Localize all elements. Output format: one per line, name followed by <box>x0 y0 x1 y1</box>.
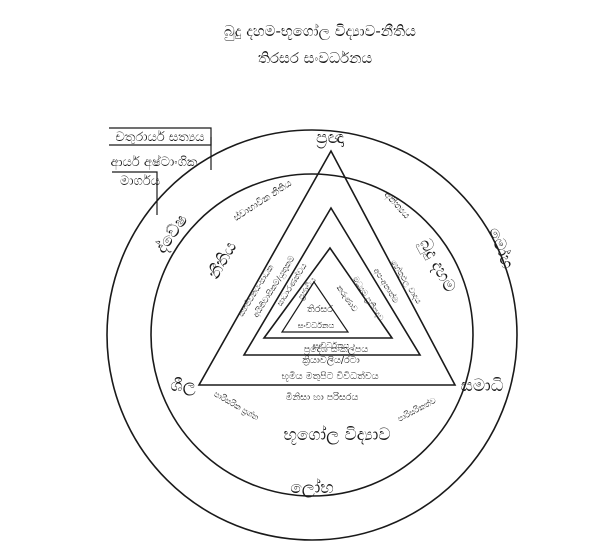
outer-right-side-word: බුදු දහම <box>415 235 460 296</box>
outer-left-edge-label: ස්වාභාවික නීතිය <box>230 176 294 224</box>
center-line-2: සංවර්ධනය <box>298 320 335 330</box>
outer-below-bottom-label: මිනිසා හා පරිසරය <box>286 391 359 403</box>
middle-triangle <box>242 206 422 356</box>
ring-paristhitika-right: පාරිසරිකත්ව <box>396 395 438 424</box>
ring-lobha: ලෝභ <box>290 478 334 498</box>
outer-triangle <box>197 149 457 386</box>
outer-ring-circle <box>106 129 518 541</box>
eightfold-bracket <box>112 171 158 215</box>
title-line-2: තිරසර සංවර්ධනය <box>258 49 373 67</box>
middle-bottom-outer-label: ප්‍රදේශ සංකල්පය <box>303 342 368 355</box>
inner-bottom-edge-label: සංවර්ධනය <box>313 340 350 350</box>
inner-right-word: කරුණාව <box>335 283 360 313</box>
ring-paristhitika: පාරිසරික ප්‍රශ්න <box>212 388 261 422</box>
center-line-1: තිරසර <box>307 303 333 315</box>
inner-ring-circle <box>150 173 474 497</box>
middle-bottom-edge-label: ක්‍රියාවලිය/රටා <box>302 354 359 366</box>
callout-four-truths: චතුරාර්ය සත්‍යය <box>115 129 204 145</box>
vertex-top-pragna: ප්‍රඥා <box>316 128 345 148</box>
center-triangle <box>280 280 350 333</box>
inner-triangle <box>262 246 394 339</box>
ring-bhugola: භූගෝල විද්‍යාව <box>283 425 390 445</box>
four-truths-box <box>109 127 212 146</box>
ring-moha: මෝහ <box>484 225 517 272</box>
callout-eightfold-line-1: ආර්ය අෂ්ටාංගික <box>111 154 198 170</box>
vertex-left-sila: ශීල <box>170 376 195 396</box>
title-line-1: බුදු දහම-භූගෝල විද්‍යාව-නීතිය <box>224 22 416 41</box>
outer-left-side-word: නීතිය <box>204 238 241 283</box>
outer-bottom-edge-label: භූමිය මතුපිට විවිධත්වය <box>281 369 378 382</box>
vertex-right-samadhi: සමාධි <box>461 376 504 396</box>
callout-eightfold-line-2: මාර්ගය <box>120 173 160 189</box>
